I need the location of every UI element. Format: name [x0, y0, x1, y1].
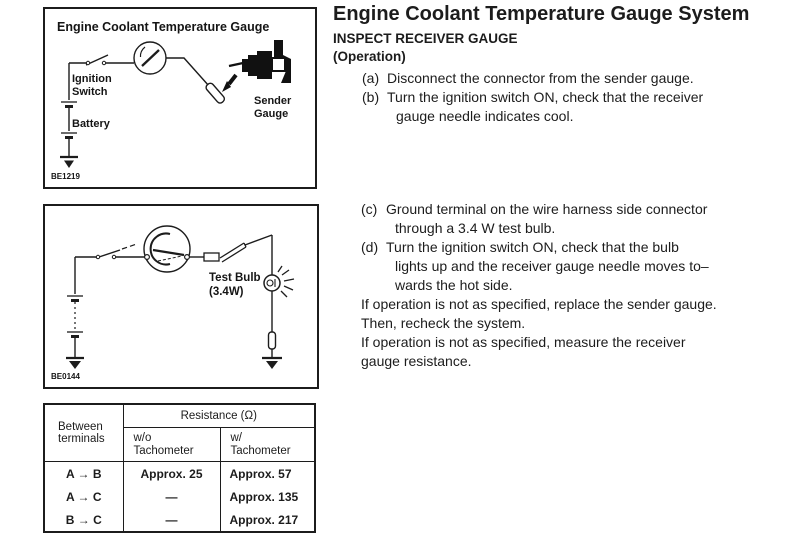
ground-icon-right [262, 356, 282, 369]
table-row: A → C — Approx. 135 [43, 485, 316, 508]
row-header-line2: terminals [58, 433, 105, 445]
figure-coolant-gauge-circuit: Engine Coolant Temperature Gauge [43, 7, 317, 189]
with-tachometer-value: Approx. 57 [219, 461, 316, 485]
connector-icon [267, 331, 277, 350]
receiver-gauge-icon [143, 225, 191, 273]
ground-icon-left [66, 356, 84, 369]
note-line: If operation is not as specified, measur… [361, 334, 686, 350]
step-label: (b) [362, 89, 380, 105]
ground-icon [60, 155, 78, 168]
step-text-line: Turn the ignition switch ON, check that … [386, 239, 679, 255]
page-title: Engine Coolant Temperature Gauge System [333, 3, 750, 25]
without-tachometer-value: Approx. 25 [122, 461, 221, 485]
operation-heading: (Operation) [333, 49, 406, 64]
receiver-gauge-icon [133, 41, 167, 75]
step-text-line: Disconnect the connector from the sender… [387, 70, 694, 86]
row-header-cell: Between terminals [43, 403, 124, 462]
sender-gauge-label-line1: Sender [254, 95, 292, 107]
step-text-line: gauge needle indicates cool. [396, 108, 574, 124]
col-header-with-tachometer: w/ Tachometer [219, 427, 316, 462]
without-tachometer-value: — [122, 485, 221, 508]
figure-title: Engine Coolant Temperature Gauge [57, 20, 269, 34]
light-rays-icon [277, 265, 295, 298]
table-row: A → B Approx. 25 Approx. 57 [43, 461, 316, 485]
sender-gauge-label-line2: Gauge [254, 108, 288, 120]
step-text-line: lights up and the receiver gauge needle … [395, 258, 709, 274]
sender-gauge-icon [228, 40, 291, 83]
step-label: (c) [361, 201, 378, 217]
figure-test-bulb-circuit: Test Bulb (3.4W) BE0144 [43, 204, 319, 389]
figure-code: BE0144 [51, 372, 80, 381]
step-c: (c) Ground terminal on the wire harness … [361, 200, 806, 238]
without-tachometer-value: — [122, 508, 221, 532]
col-with-line2: Tachometer [230, 444, 291, 457]
terminals-cell: A → B [43, 461, 124, 485]
inspect-heading: INSPECT RECEIVER GAUGE [333, 31, 518, 46]
battery-label: Battery [72, 118, 111, 130]
instruction-column-top: Engine Coolant Temperature Gauge System … [333, 2, 803, 126]
test-bulb-label-line2: (3.4W) [209, 286, 244, 298]
ignition-switch-icon [85, 54, 109, 66]
switch-icon [95, 244, 136, 260]
step-text-line: Turn the ignition switch ON, check that … [387, 89, 704, 105]
row-header-line1: Between [58, 420, 103, 433]
test-bulb-icon [263, 265, 295, 298]
step-label: (d) [361, 239, 379, 255]
ignition-switch-label-line1: Ignition [72, 73, 112, 85]
note-line: Then, recheck the system. [361, 315, 526, 331]
with-tachometer-value: Approx. 217 [219, 508, 316, 532]
figure-code: BE1219 [51, 172, 80, 181]
pointer-arrow-icon [222, 73, 238, 92]
step-d: (d) Turn the ignition switch ON, check t… [361, 238, 806, 295]
col-without-line1: w/o [133, 432, 152, 444]
step-label: (a) [362, 70, 380, 86]
step-text-line: Ground terminal on the wire harness side… [386, 201, 708, 217]
table-row: B → C — Approx. 217 [43, 508, 316, 532]
test-probe-icon [219, 242, 247, 263]
note-line: gauge resistance. [361, 353, 472, 369]
ignition-switch-label-line2: Switch [72, 86, 108, 98]
battery-icon [61, 101, 77, 139]
step-a: (a) Disconnect the connector from the se… [362, 69, 803, 88]
note-line: If operation is not as specified, replac… [361, 296, 717, 312]
step-text-line: through a 3.4 W test bulb. [395, 220, 556, 236]
resistor-icon [203, 252, 220, 262]
battery-icon [67, 295, 83, 338]
test-bulb-circuit-diagram: Test Bulb (3.4W) BE0144 [51, 225, 295, 381]
resistance-table: Between terminals Resistance (Ω) w/o Tac… [43, 403, 316, 533]
circuit-wires [68, 57, 210, 157]
test-bulb-label-line1: Test Bulb [209, 272, 261, 284]
circuit-wires [74, 234, 273, 358]
col-without-line2: Tachometer [133, 444, 194, 457]
instruction-column-bottom: (c) Ground terminal on the wire harness … [361, 200, 806, 371]
connector-icon [205, 82, 226, 104]
step-text-line: wards the hot side. [395, 277, 513, 293]
resistance-header-cell: Resistance (Ω) [122, 403, 316, 428]
col-header-without-tachometer: w/o Tachometer [122, 427, 221, 462]
step-b: (b) Turn the ignition switch ON, check t… [362, 88, 803, 126]
terminals-cell: B → C [43, 508, 124, 532]
col-with-line1: w/ [230, 432, 243, 444]
terminals-cell: A → C [43, 485, 124, 508]
coolant-gauge-circuit-diagram: Engine Coolant Temperature Gauge [51, 20, 292, 181]
with-tachometer-value: Approx. 135 [219, 485, 316, 508]
